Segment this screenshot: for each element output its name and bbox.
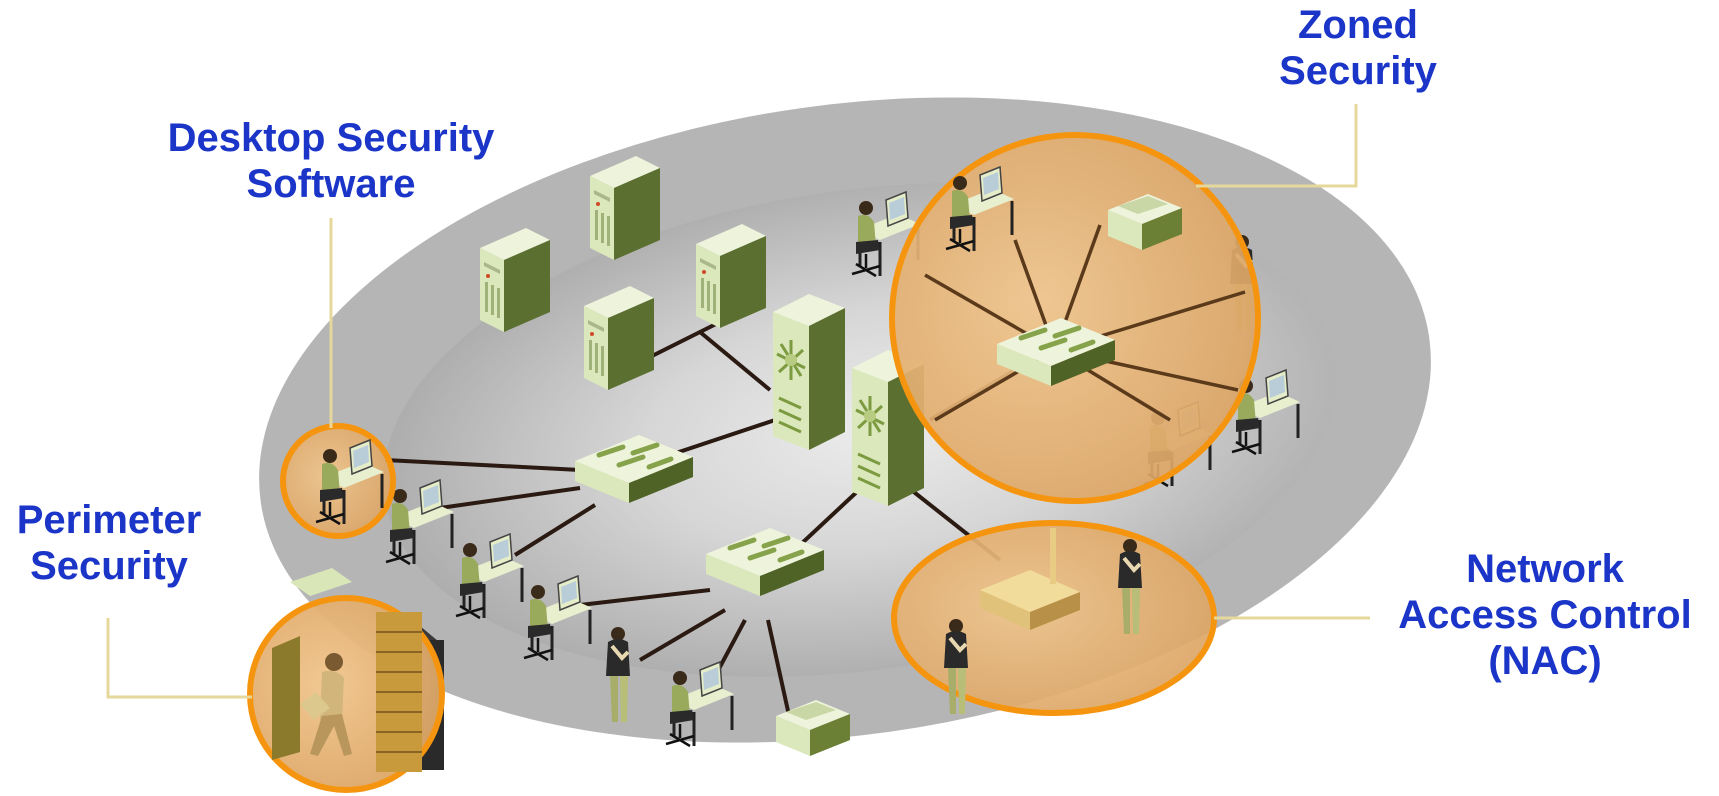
label-zoned-line2: Security [1279,49,1437,93]
callout-lines [106,104,1370,699]
label-perimeter-security: Perimeter Security [4,497,214,589]
label-nac-line1: Network [1466,547,1624,591]
label-perimeter-line2: Security [30,544,188,588]
desktop-security-zone [280,423,396,539]
door-figure-icon [272,612,422,772]
label-desktop-line1: Desktop Security [167,116,495,160]
label-desktop-line2: Software [246,162,416,206]
label-zoned-security: Zoned Security [1268,2,1448,94]
label-perimeter-line1: Perimeter [16,498,202,542]
wireless-access-point-icon [980,528,1080,630]
label-network-access-control: Network Access Control (NAC) [1380,546,1710,684]
perimeter-security-zone [247,568,445,793]
nac-zone [891,520,1217,716]
label-desktop-security-software: Desktop Security Software [146,115,516,207]
label-nac-line2: Access Control [1398,593,1692,637]
label-zoned-line1: Zoned [1298,3,1418,47]
zoned-security-zone [889,132,1261,504]
label-nac-line3: (NAC) [1488,639,1602,683]
